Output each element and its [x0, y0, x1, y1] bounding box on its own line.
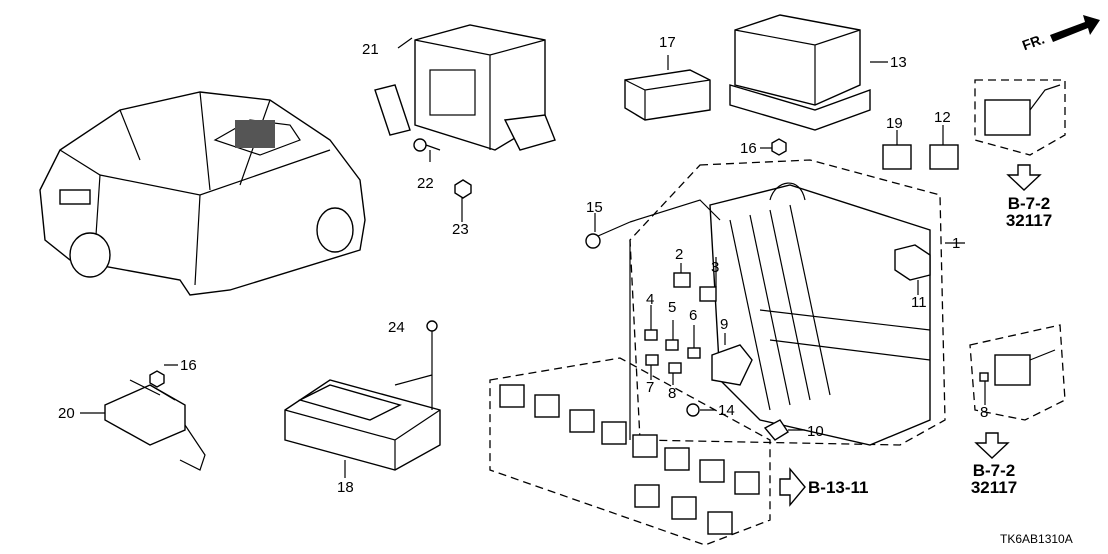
reference-code: 32117: [970, 478, 1018, 497]
callout-17: 17: [659, 34, 676, 51]
part-23-nut: [454, 179, 472, 199]
callout-3: 3: [711, 259, 720, 276]
reference-label-bottom[interactable]: B-7-2 32117: [959, 462, 1029, 496]
part-12-relay: [929, 144, 959, 170]
callout-7: 7: [646, 379, 655, 396]
relay-group: [499, 384, 760, 535]
callout-18: 18: [337, 479, 354, 496]
part-22-bolt: [413, 138, 441, 152]
relay-group-outline: [489, 357, 771, 546]
callout-10: 10: [807, 423, 824, 440]
part-16-nut: [771, 138, 787, 156]
callout-2: 2: [675, 246, 684, 263]
reference-code: 32117: [1005, 211, 1053, 230]
reference-section: B-13-11: [808, 478, 869, 497]
reference-arrow-right: [779, 467, 806, 507]
diagram-code: TK6AB1310A: [1000, 532, 1073, 546]
callout-12: 12: [934, 109, 951, 126]
part-11-connector: [894, 244, 931, 281]
part-13-control-unit: [729, 14, 871, 131]
reference-section: B-7-2: [1007, 194, 1051, 213]
part-20-sensor: [104, 370, 206, 471]
callout-21: 21: [362, 41, 379, 58]
reference-label-top[interactable]: B-7-2 32117: [994, 195, 1064, 229]
fuse-box-assembly-outline: [629, 159, 946, 446]
callout-11: 11: [911, 294, 927, 311]
callout-20: 20: [58, 405, 75, 422]
callout-1: 1: [952, 235, 961, 252]
small-fuses: [644, 272, 789, 441]
part-24-screw: [394, 320, 438, 410]
part-15-bolt: [585, 221, 631, 249]
part-21-control-unit: [374, 24, 556, 151]
callout-14: 14: [718, 402, 735, 419]
callout-8-right: 8: [980, 404, 989, 421]
callout-23: 23: [452, 221, 469, 238]
callout-16: 16: [740, 140, 757, 157]
callout-19: 19: [886, 115, 903, 132]
part-17-module: [624, 69, 711, 121]
callout-6: 6: [689, 307, 698, 324]
callout-5: 5: [668, 299, 677, 316]
part-1-fuse-box: [709, 182, 931, 446]
vehicle-illustration: [39, 91, 366, 296]
callout-13: 13: [890, 54, 907, 71]
connector-detail-box-bottom: [969, 324, 1066, 421]
part-19-relay: [882, 144, 912, 170]
reference-arrow-down-bottom: [974, 432, 1010, 459]
reference-label-relays[interactable]: B-13-11: [808, 479, 868, 496]
callout-22: 22: [417, 175, 434, 192]
callout-16-lower: 16: [180, 357, 197, 374]
callout-9: 9: [720, 316, 729, 333]
callout-15: 15: [586, 199, 603, 216]
connector-detail-box-top: [974, 79, 1066, 156]
reference-section: B-7-2: [972, 461, 1016, 480]
callout-8: 8: [668, 385, 677, 402]
front-direction-arrow: [1050, 15, 1100, 42]
callout-4: 4: [646, 291, 655, 308]
callout-24: 24: [388, 319, 405, 336]
part-18-module: [284, 379, 441, 471]
reference-arrow-down-top: [1006, 164, 1042, 191]
